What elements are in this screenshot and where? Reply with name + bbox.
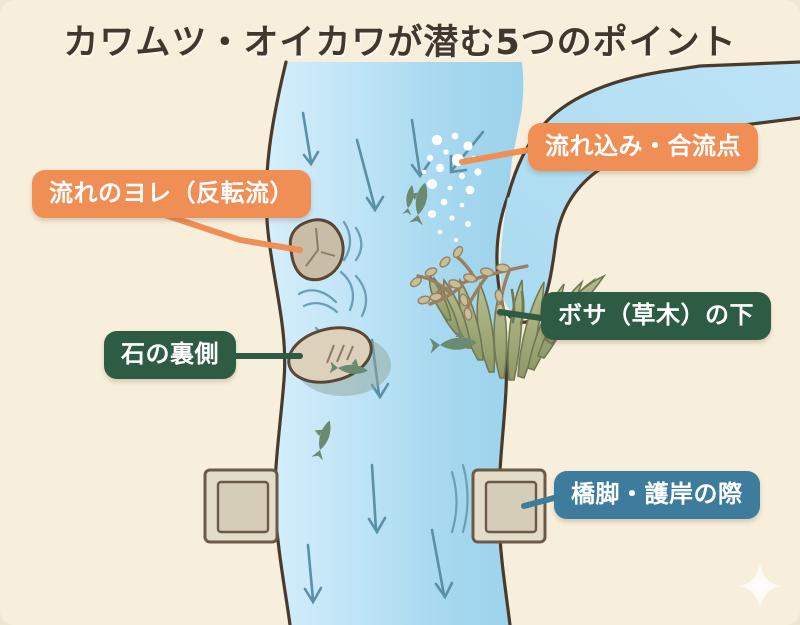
angular-rock (288, 218, 345, 282)
tributary-channel (500, 60, 800, 324)
river-channel (264, 60, 524, 625)
label-eddy-reverse-flow[interactable]: 流れのヨレ（反転流） (32, 170, 311, 218)
connector-lines (162, 147, 557, 509)
sparkle-icon (738, 562, 782, 610)
fish-group (311, 182, 477, 461)
label-inflow-confluence[interactable]: 流れ込み・合流点 (528, 123, 758, 171)
label-behind-stone[interactable]: 石の裏側 (104, 331, 236, 379)
left-bridge-pier (203, 468, 279, 544)
page-title: カワムツ・オイカワが潜む5つのポイント (63, 23, 737, 63)
pier-current-lines (450, 463, 469, 534)
right-bridge-pier (471, 468, 547, 544)
label-bridge-pier-revetment[interactable]: 橋脚・護岸の際 (554, 471, 760, 519)
label-under-vegetation[interactable]: ボサ（草木）の下 (541, 292, 771, 340)
